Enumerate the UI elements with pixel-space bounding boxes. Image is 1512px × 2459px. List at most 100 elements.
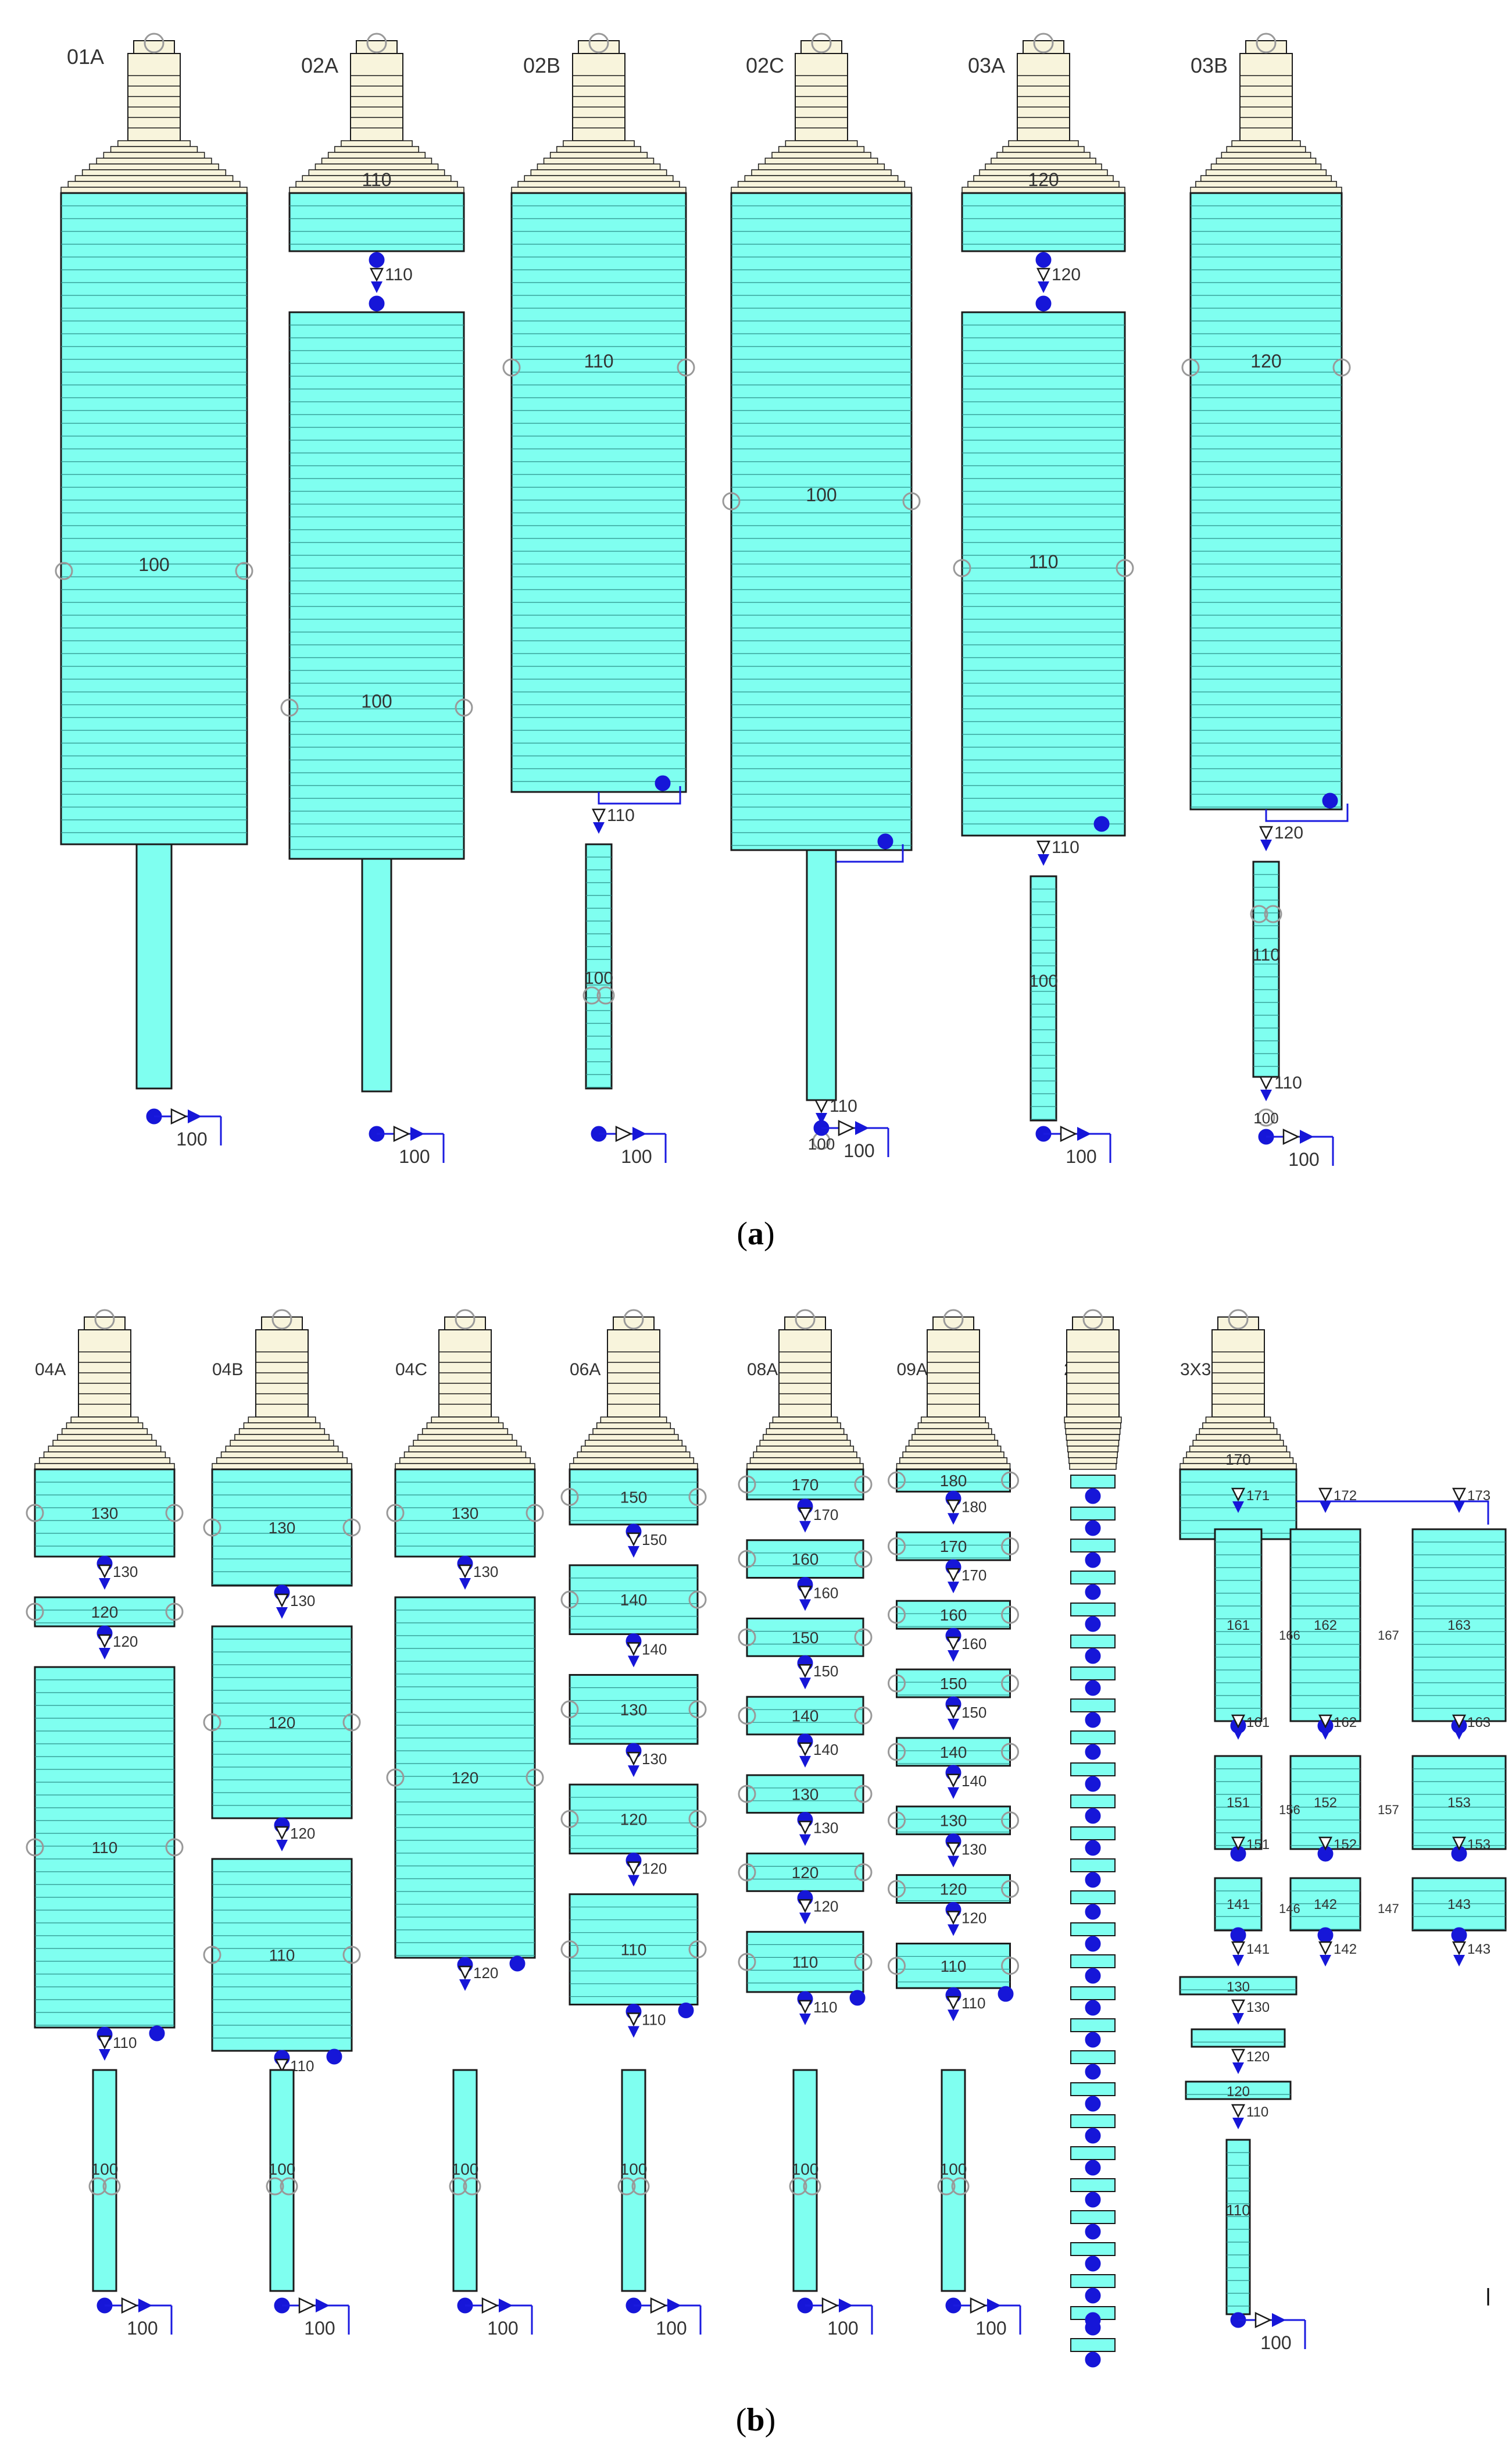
port-ring	[937, 2177, 956, 2196]
port-ring	[738, 1475, 756, 1494]
port-ring	[854, 1953, 873, 1971]
port-ring	[280, 2177, 298, 2196]
connector-label: 140	[961, 1772, 986, 1790]
outlet-arrow-icon	[632, 1127, 646, 1141]
head-step	[757, 163, 885, 170]
column-section	[211, 1858, 353, 2052]
section-label: 100	[940, 2160, 967, 2178]
head-step	[110, 146, 198, 153]
connector-label: 120	[1052, 265, 1081, 284]
connector-label: 151	[1246, 1837, 1270, 1853]
tray-section	[1070, 2114, 1116, 2128]
down-arrow-icon	[97, 2035, 112, 2050]
flow-arrow-icon	[1260, 1090, 1272, 1101]
tray-section	[1070, 1794, 1116, 1808]
down-arrow-icon	[1231, 1836, 1246, 1851]
flow-arrow-icon	[276, 1840, 288, 1851]
connector-label: 147	[1378, 1901, 1399, 1916]
column-stem	[361, 858, 392, 1093]
panel-a-caption: (a)	[737, 1216, 775, 1252]
column-section	[211, 1625, 353, 1819]
head-step	[43, 1451, 166, 1458]
head-step	[543, 158, 655, 165]
tray-section	[1070, 1475, 1116, 1489]
section-label: 110	[269, 1946, 295, 1964]
down-arrow-icon	[1231, 2104, 1246, 2118]
top-port-ring	[623, 1309, 644, 1330]
section-label: 110	[362, 169, 391, 190]
port-ring	[888, 1743, 906, 1761]
head-step	[1221, 152, 1311, 159]
port-ring	[888, 1811, 906, 1830]
head-step	[549, 152, 648, 159]
reactor-body	[1189, 192, 1343, 811]
port-ring	[1001, 1471, 1019, 1490]
port-ring	[738, 1953, 756, 1971]
port-ring	[902, 492, 921, 511]
flow-arrow-icon	[948, 2010, 959, 2022]
port-ring	[1257, 1108, 1275, 1127]
side-node	[998, 1986, 1014, 2002]
reactor-body	[730, 192, 913, 851]
valve-icon	[170, 1108, 188, 1125]
column-name-label: 04A	[35, 1360, 66, 1379]
node-dot	[1085, 1776, 1101, 1792]
head-step	[248, 1416, 316, 1423]
section-label: 120	[620, 1810, 648, 1828]
port-ring	[386, 1504, 405, 1522]
connector-label: 110	[607, 806, 635, 825]
head-step	[1199, 1428, 1278, 1435]
down-arrow-icon	[626, 1751, 641, 1766]
head-neck	[1066, 1329, 1120, 1418]
column-section	[896, 1805, 1011, 1836]
connector-label: 120	[1274, 823, 1303, 843]
port-ring	[617, 2177, 636, 2196]
head-step	[81, 169, 227, 176]
flow-arrow-icon	[799, 1912, 811, 1925]
connector-label: 170	[813, 1506, 838, 1523]
flow-arrow-icon	[628, 1546, 639, 1558]
section-label: 161	[1227, 1618, 1250, 1633]
node-dot	[1085, 2064, 1101, 2080]
section-label: 100	[91, 2160, 119, 2178]
column-section	[569, 1783, 699, 1855]
column-name-label: 06A	[570, 1360, 600, 1379]
head-step	[778, 146, 865, 153]
flow-arrow-icon	[459, 1979, 471, 1991]
down-arrow-icon	[1452, 1487, 1467, 1502]
tray-section	[1070, 1986, 1116, 2000]
column-name-label: 02C	[746, 53, 784, 77]
port-ring	[1001, 1811, 1019, 1830]
head-step	[772, 1416, 838, 1423]
bottom-column	[1225, 2139, 1251, 2315]
section-label: 120	[1227, 2084, 1250, 2100]
section-label: 140	[620, 1591, 648, 1609]
column-name-label: 03A	[968, 53, 1005, 77]
port-ring	[342, 1946, 361, 1964]
outlet-label: 100	[621, 1146, 652, 1167]
port-ring	[854, 1550, 873, 1568]
outlet-arrow-icon	[1300, 1130, 1314, 1144]
column-section	[746, 1853, 864, 1892]
head-step	[57, 1434, 152, 1441]
flow-arrow-icon	[1232, 2118, 1244, 2129]
section-label: 163	[1447, 1618, 1471, 1633]
connector-label: 171	[1246, 1488, 1270, 1504]
connector-label: 120	[813, 1897, 838, 1915]
connector-label: 162	[1334, 1715, 1357, 1730]
bottom-column	[92, 2069, 117, 2292]
flow-arrow-icon	[1038, 854, 1049, 866]
column-section	[569, 1673, 699, 1745]
head-step	[67, 181, 241, 188]
flow-arrow-icon	[948, 1924, 959, 1936]
head-step	[563, 140, 635, 147]
port-ring	[165, 1603, 184, 1621]
side-node	[849, 1990, 866, 2006]
flow-arrow-icon	[276, 1607, 288, 1619]
column-section	[746, 1774, 864, 1814]
node-dot	[1085, 1648, 1101, 1664]
column-name-label: 02A	[301, 53, 338, 77]
port-ring	[266, 2177, 284, 2196]
flow-arrow-icon	[628, 1765, 639, 1778]
column-name-label: 01A	[67, 45, 104, 69]
